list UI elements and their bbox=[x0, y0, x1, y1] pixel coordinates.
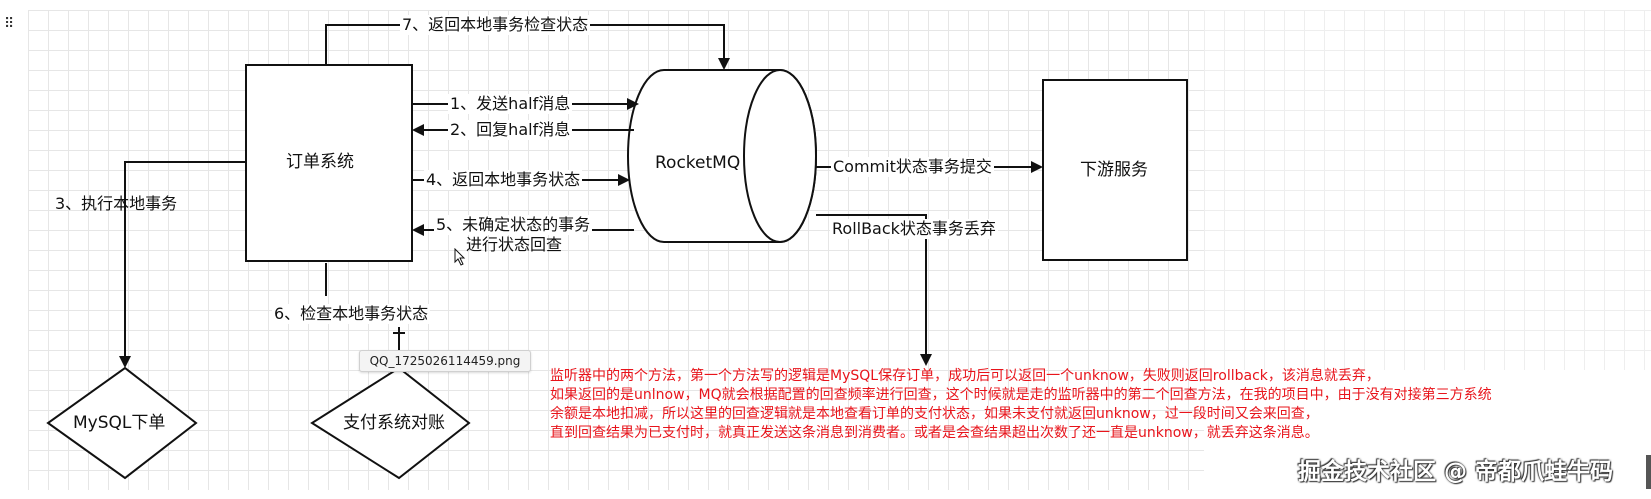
edge-label-commit: Commit状态事务提交 bbox=[831, 157, 994, 177]
scrollbar-edge bbox=[1646, 455, 1651, 489]
payment-reconcile-diamond[interactable] bbox=[310, 366, 471, 480]
drag-handle-icon[interactable]: ⠿ bbox=[4, 16, 14, 32]
mysql-order-label: MySQL下单 bbox=[73, 413, 166, 433]
note-line: 余额是本地扣减，所以这里的回查逻辑就是本地查看订单的支付状态，如果未支付就返回u… bbox=[550, 406, 1319, 422]
edge-label-rollback: RollBack状态事务丢弃 bbox=[830, 219, 998, 239]
annotation-note: 监听器中的两个方法，第一个方法写的逻辑是MySQL保存订单，成功后可以返回一个u… bbox=[550, 367, 1651, 443]
edge-label-step2: 2、回复half消息 bbox=[448, 120, 573, 140]
grid-background-right bbox=[1204, 10, 1651, 370]
note-line: 监听器中的两个方法，第一个方法写的逻辑是MySQL保存订单，成功后可以返回一个u… bbox=[550, 368, 1380, 384]
downstream-service-box[interactable] bbox=[1042, 79, 1188, 261]
edge-label-step5-line2: 进行状态回查 bbox=[466, 235, 563, 254]
note-line: 如果返回的是unlnow，MQ就会根据配置的回查频率进行回查，这个时候就是走的监… bbox=[550, 387, 1492, 403]
edge-step3 bbox=[119, 161, 246, 368]
grid-background bbox=[28, 10, 1204, 490]
edge-label-step6: 6、检查本地事务状态 bbox=[272, 304, 431, 324]
order-system-label: 订单系统 bbox=[286, 152, 354, 172]
order-system-box[interactable] bbox=[245, 64, 413, 262]
edge-label-step5-line1: 5、未确定状态的事务 bbox=[434, 215, 593, 235]
edge-rollback bbox=[816, 214, 932, 366]
downstream-label: 下游服务 bbox=[1080, 160, 1148, 180]
mouse-cursor-icon bbox=[454, 248, 466, 266]
edge-label-step1: 1、发送half消息 bbox=[448, 94, 573, 114]
watermark: 掘金技术社区 @ 帝都爪蛙牛码 bbox=[1298, 459, 1614, 485]
rocketmq-cylinder[interactable] bbox=[627, 69, 817, 243]
payment-reconcile-label: 支付系统对账 bbox=[343, 413, 445, 433]
mysql-order-diamond[interactable] bbox=[46, 366, 198, 480]
edge-label-step4: 4、返回本地事务状态 bbox=[424, 170, 583, 190]
edge-label-step3: 3、执行本地事务 bbox=[55, 194, 178, 213]
note-line: 直到回查结果为已支付时，就真正发送这条消息到消费者。或者是会查结果超出次数了还一… bbox=[550, 425, 1319, 441]
edge-label-step7: 7、返回本地事务检查状态 bbox=[400, 15, 591, 35]
rocketmq-label: RocketMQ bbox=[655, 153, 741, 173]
image-filename-tooltip: QQ_1725026114459.png bbox=[359, 350, 531, 372]
